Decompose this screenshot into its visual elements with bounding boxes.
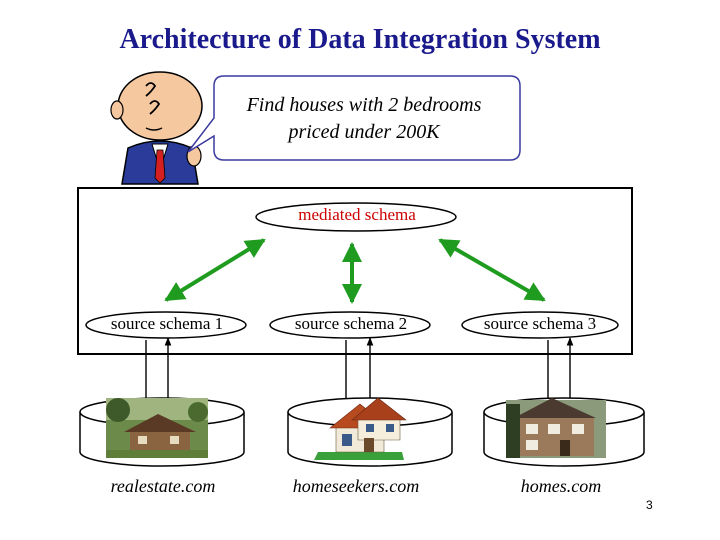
house-3d-icon <box>314 397 407 460</box>
mediated-schema-label: mediated schema <box>298 205 416 224</box>
query-bubble-text: Find houses with 2 bedrooms priced under… <box>208 92 520 146</box>
page-number: 3 <box>646 498 653 512</box>
mapping-arrow-1 <box>164 238 266 302</box>
source-schema-2-ellipse <box>269 311 431 339</box>
house-photo-icon <box>506 398 606 458</box>
source-schema-2-label: source schema 2 <box>294 314 408 333</box>
cartoon-person-icon <box>110 71 203 185</box>
speech-bubble <box>187 75 521 161</box>
query-line-1: Find houses with 2 bedrooms <box>246 94 482 116</box>
slide-title: Architecture of Data Integration System <box>119 24 601 55</box>
query-line-2: priced under 200K <box>288 121 440 143</box>
mapping-arrows <box>164 238 546 304</box>
site-3-label: homes.com <box>520 476 602 496</box>
house-photo-icon <box>106 398 208 458</box>
mapping-arrow-3 <box>438 238 546 302</box>
source-schema-1-label: source schema 1 <box>110 314 224 333</box>
source-schema-3-label: source schema 3 <box>483 314 597 333</box>
source-schema-3-ellipse <box>461 311 619 339</box>
query-arrows <box>142 337 574 407</box>
mediated-schema-ellipse <box>255 202 457 232</box>
site-2-label: homeseekers.com <box>292 476 420 496</box>
site-1-label: realestate.com <box>110 476 216 496</box>
mediation-box <box>77 187 633 355</box>
